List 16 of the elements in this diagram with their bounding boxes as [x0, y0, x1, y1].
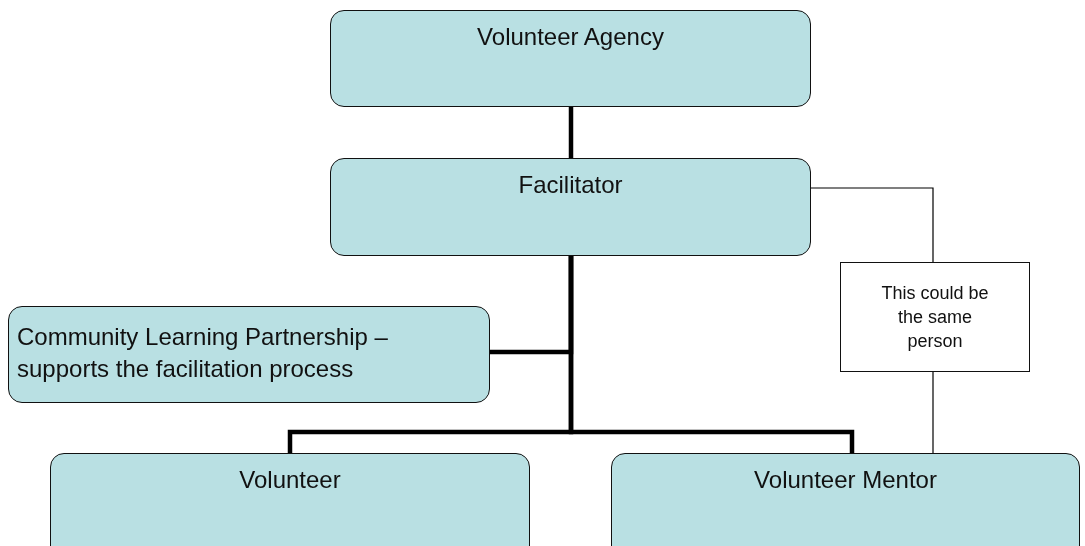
- role-box: [330, 158, 811, 256]
- connector-line: [932, 371, 934, 454]
- role-box: [50, 453, 530, 546]
- role-box: [8, 306, 490, 403]
- node-text: Community Learning Partnership – supports the facilitation process: [17, 322, 389, 385]
- note-text: This could be the same person: [880, 281, 990, 354]
- note-box: [840, 262, 1030, 372]
- connector-line: [810, 187, 934, 263]
- connector-line: [490, 256, 574, 355]
- role-box: [611, 453, 1080, 546]
- connector-line: [568, 107, 574, 158]
- node-text: Volunteer: [239, 465, 341, 495]
- node-text: Volunteer Agency: [477, 22, 664, 52]
- node-text: Facilitator: [518, 170, 623, 200]
- role-box: [330, 10, 811, 107]
- node-text: Volunteer Mentor: [754, 465, 937, 495]
